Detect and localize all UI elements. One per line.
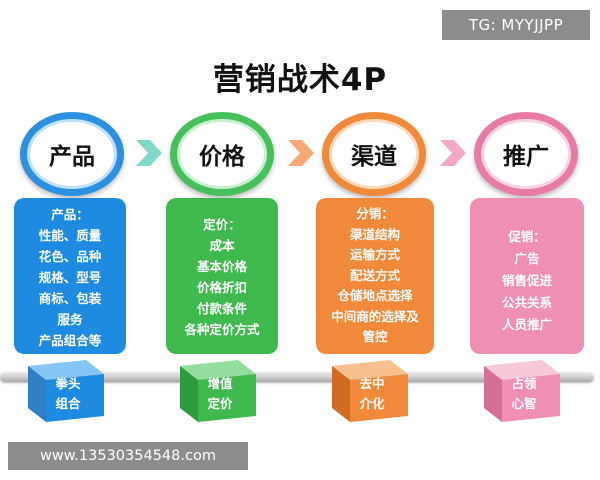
detail-line: 管控 <box>362 329 388 344</box>
cube-label-line: 占领 <box>511 376 537 391</box>
detail-line: 花色、品种 <box>38 249 102 264</box>
detail-line: 中间商的选择及 <box>331 308 419 324</box>
detail-line: 各种定价方式 <box>184 322 260 337</box>
cube-label-line: 增值 <box>207 376 233 391</box>
pillar-details-place: 分销： 渠道结构 运输方式 配送方式 仓储地点选择 中间商的选择及 管控 <box>316 198 434 354</box>
detail-line: 性能、质量 <box>38 228 102 243</box>
detail-line: 定价： <box>203 217 241 232</box>
pillar-name: 推广 <box>503 144 549 170</box>
pillar-name: 价格 <box>199 144 245 170</box>
pillar-name: 渠道 <box>351 144 397 170</box>
cube-label-line: 组合 <box>55 396 81 411</box>
detail-line: 产品组合等 <box>38 333 102 348</box>
chevron-right-icon <box>136 140 162 166</box>
cube-icon <box>332 360 408 422</box>
detail-line: 销售促进 <box>501 273 552 288</box>
cube-label-line: 定价 <box>207 396 233 411</box>
chevron-right-icon <box>288 140 314 166</box>
cube-icon <box>180 360 256 422</box>
cube-label-place: 去中 介化 <box>342 374 402 414</box>
pillar-circle-price: 价格 <box>170 112 274 196</box>
pillar-details-product: 产品： 性能、质量 花色、品种 规格、型号 商标、包装 服务 产品组合等 <box>14 198 126 354</box>
detail-line: 产品： <box>51 207 89 222</box>
detail-line: 公共关系 <box>501 295 552 310</box>
cube-label-promotion: 占领 心智 <box>494 374 554 414</box>
pillar-circle-place: 渠道 <box>322 112 426 196</box>
pillar-details-price: 定价： 成本 基本价格 价格折扣 付款条件 各种定价方式 <box>166 198 278 354</box>
cube-icon <box>484 360 560 422</box>
cube-label-line: 心智 <box>511 396 537 411</box>
detail-line: 运输方式 <box>349 247 400 262</box>
timeline-bar <box>0 372 594 382</box>
detail-line: 配送方式 <box>349 267 400 283</box>
pillar-circle-promotion: 推广 <box>474 112 578 196</box>
pillar-details-promotion: 促销： 广告 销售促进 公共关系 人员推广 <box>470 198 584 354</box>
detail-line: 人员推广 <box>501 317 552 332</box>
detail-line: 成本 <box>209 238 235 253</box>
detail-line: 商标、包装 <box>38 291 102 306</box>
cube-icon <box>28 360 104 422</box>
detail-line: 规格、型号 <box>38 270 102 285</box>
watermark-top: TG: MYYJJPP <box>442 10 590 40</box>
chevron-right-icon <box>440 140 466 166</box>
detail-line: 服务 <box>57 312 83 327</box>
cube-label-line: 拳头 <box>55 376 81 391</box>
cube-label-line: 介化 <box>359 396 385 411</box>
pillar-name: 产品 <box>49 144 95 170</box>
cube-label-line: 去中 <box>359 376 385 391</box>
watermark-bottom: www.13530354548.com <box>8 442 248 470</box>
detail-line: 基本价格 <box>196 259 247 274</box>
detail-line: 广告 <box>514 251 540 266</box>
cube-label-product: 拳头 组合 <box>38 374 98 414</box>
detail-line: 促销： <box>508 229 546 244</box>
cube-label-price: 增值 定价 <box>190 374 250 414</box>
detail-line: 仓储地点选择 <box>337 288 413 303</box>
detail-line: 分销： <box>356 206 394 221</box>
detail-line: 渠道结构 <box>349 226 400 242</box>
page-title: 营销战术4P <box>212 62 388 98</box>
detail-line: 价格折扣 <box>196 280 247 295</box>
detail-line: 付款条件 <box>196 301 247 316</box>
pillar-circle-product: 产品 <box>20 112 124 196</box>
